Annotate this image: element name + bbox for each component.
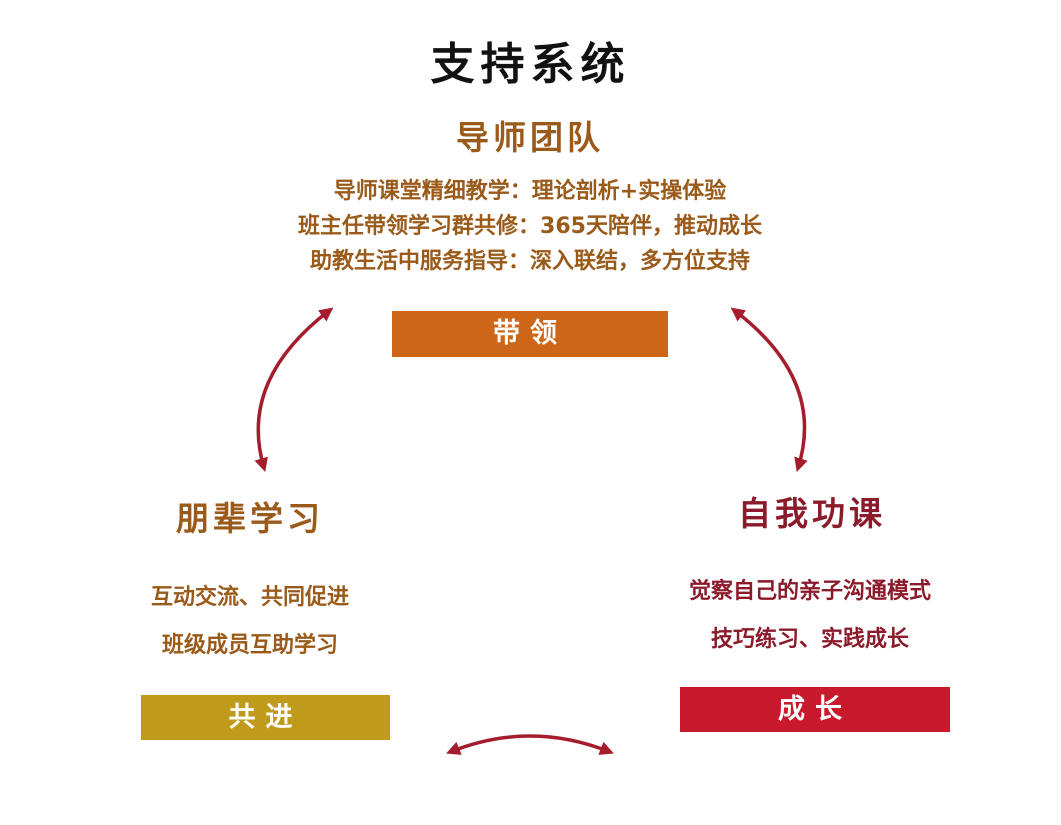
- node-line: 导师课堂精细教学：理论剖析+实操体验: [333, 179, 727, 204]
- node-line: 班级成员互助学习: [161, 633, 338, 658]
- arrow-left-double-icon: [254, 307, 334, 473]
- node-line: 助教生活中服务指导：深入联结，多方位支持: [309, 249, 750, 274]
- node-heading-self-homework: 自我功课: [738, 494, 886, 533]
- node-line: 班主任带领学习群共修：365天陪伴，推动成长: [298, 214, 762, 239]
- node-heading-peer-learning: 朋辈学习: [176, 499, 324, 538]
- node-line: 技巧练习、实践成长: [710, 627, 909, 652]
- node-lines-self-homework: 觉察自己的亲子沟通模式 技巧练习、实践成长: [590, 568, 1030, 664]
- arrow-bottom-double-icon: [446, 734, 614, 755]
- node-lines-peer-learning: 互动交流、共同促进 班级成员互助学习: [60, 574, 440, 670]
- tag-growth: 成长: [680, 687, 950, 732]
- page-title: 支持系统: [430, 39, 631, 90]
- node-line: 互动交流、共同促进: [150, 585, 349, 610]
- node-heading-mentor-team: 导师团队: [456, 118, 604, 157]
- arrow-right-double-icon: [730, 307, 808, 473]
- node-lines-mentor-team: 导师课堂精细教学：理论剖析+实操体验 班主任带领学习群共修：365天陪伴，推动成…: [230, 174, 830, 279]
- node-line: 觉察自己的亲子沟通模式: [688, 579, 931, 604]
- tag-lead: 带领: [392, 311, 668, 357]
- tag-progress-together: 共进: [141, 695, 390, 740]
